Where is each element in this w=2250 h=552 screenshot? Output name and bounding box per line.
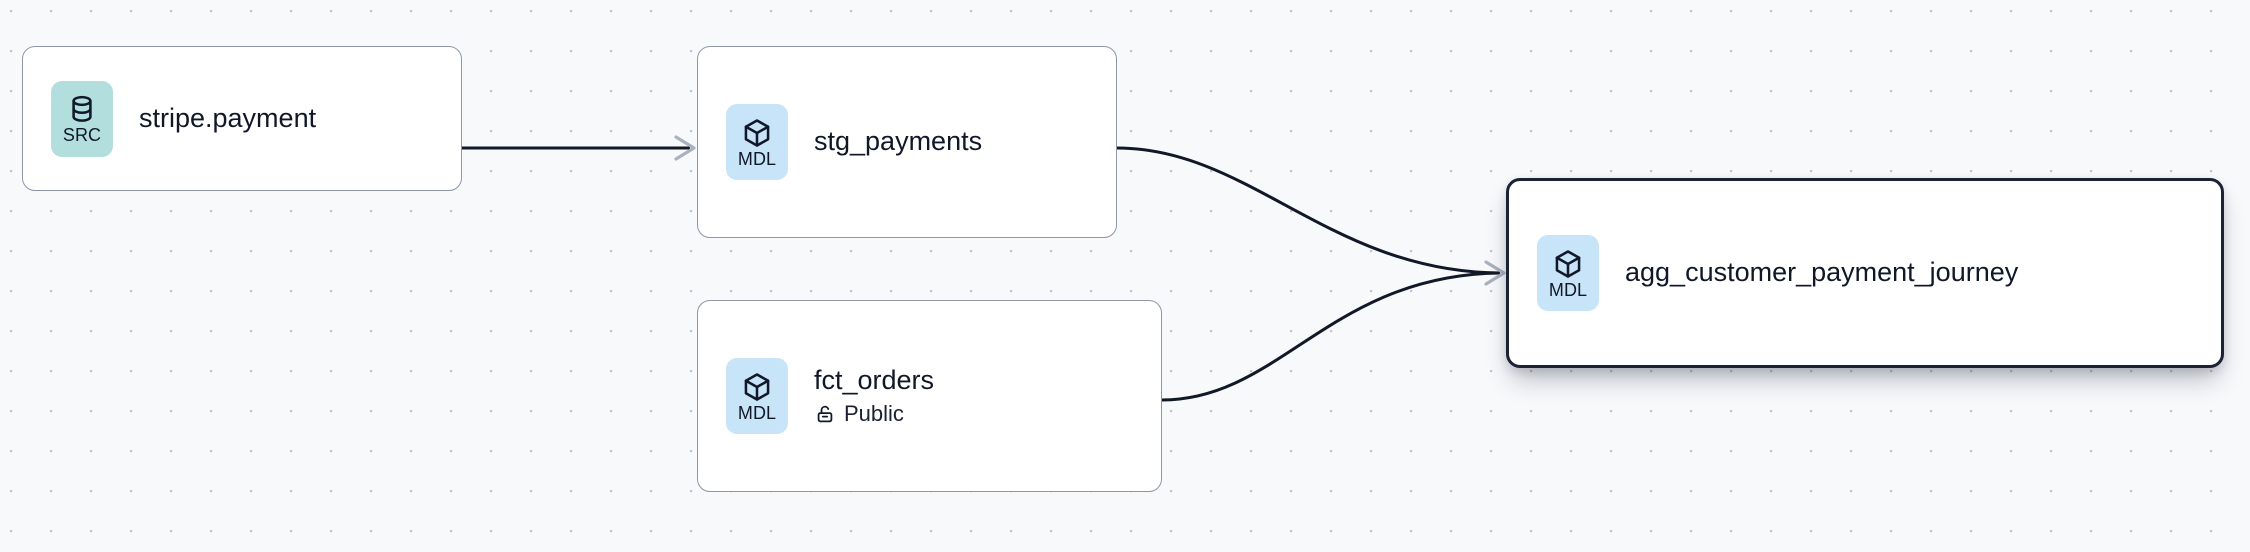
node-type-badge-mdl: MDL [726,104,788,180]
lineage-node-stg-payments[interactable]: MDL stg_payments [697,46,1117,238]
node-type-badge-mdl: MDL [726,358,788,434]
node-visibility: Public [814,402,934,426]
edge-fct-to-agg [1161,271,1501,402]
edge-stg-to-agg [1116,146,1501,275]
cube-icon [744,118,770,147]
node-title: stg_payments [814,126,983,157]
lineage-node-stripe-payment[interactable]: SRC stripe.payment [22,46,462,191]
node-title: stripe.payment [139,102,317,133]
cube-icon [1555,249,1581,278]
node-body: stg_payments [814,126,983,157]
node-body: agg_customer_payment_journey [1625,257,2019,288]
cube-icon [744,372,770,401]
node-title: agg_customer_payment_journey [1625,257,2019,288]
arrowhead-icon [674,135,696,161]
arrowhead-icon [1484,260,1506,286]
node-type-badge-label: MDL [1548,279,1588,300]
node-title: fct_orders [814,364,935,395]
node-body: fct_orders Public [814,364,935,427]
edge-stripe-to-stg [462,135,696,161]
node-type-badge-label: MDL [737,402,777,423]
node-body: stripe.payment [139,102,317,134]
node-type-badge-src: SRC [51,80,113,157]
node-type-badge-label: MDL [737,148,777,169]
node-visibility-label: Public [844,401,904,427]
lineage-node-agg-customer-payment-journey[interactable]: MDL agg_customer_payment_journey [1506,178,2224,368]
lineage-node-fct-orders[interactable]: MDL fct_orders Public [697,300,1162,492]
database-icon [72,95,92,122]
unlock-icon [817,406,833,423]
node-type-badge-mdl: MDL [1537,235,1599,311]
node-type-badge-label: SRC [62,125,102,145]
